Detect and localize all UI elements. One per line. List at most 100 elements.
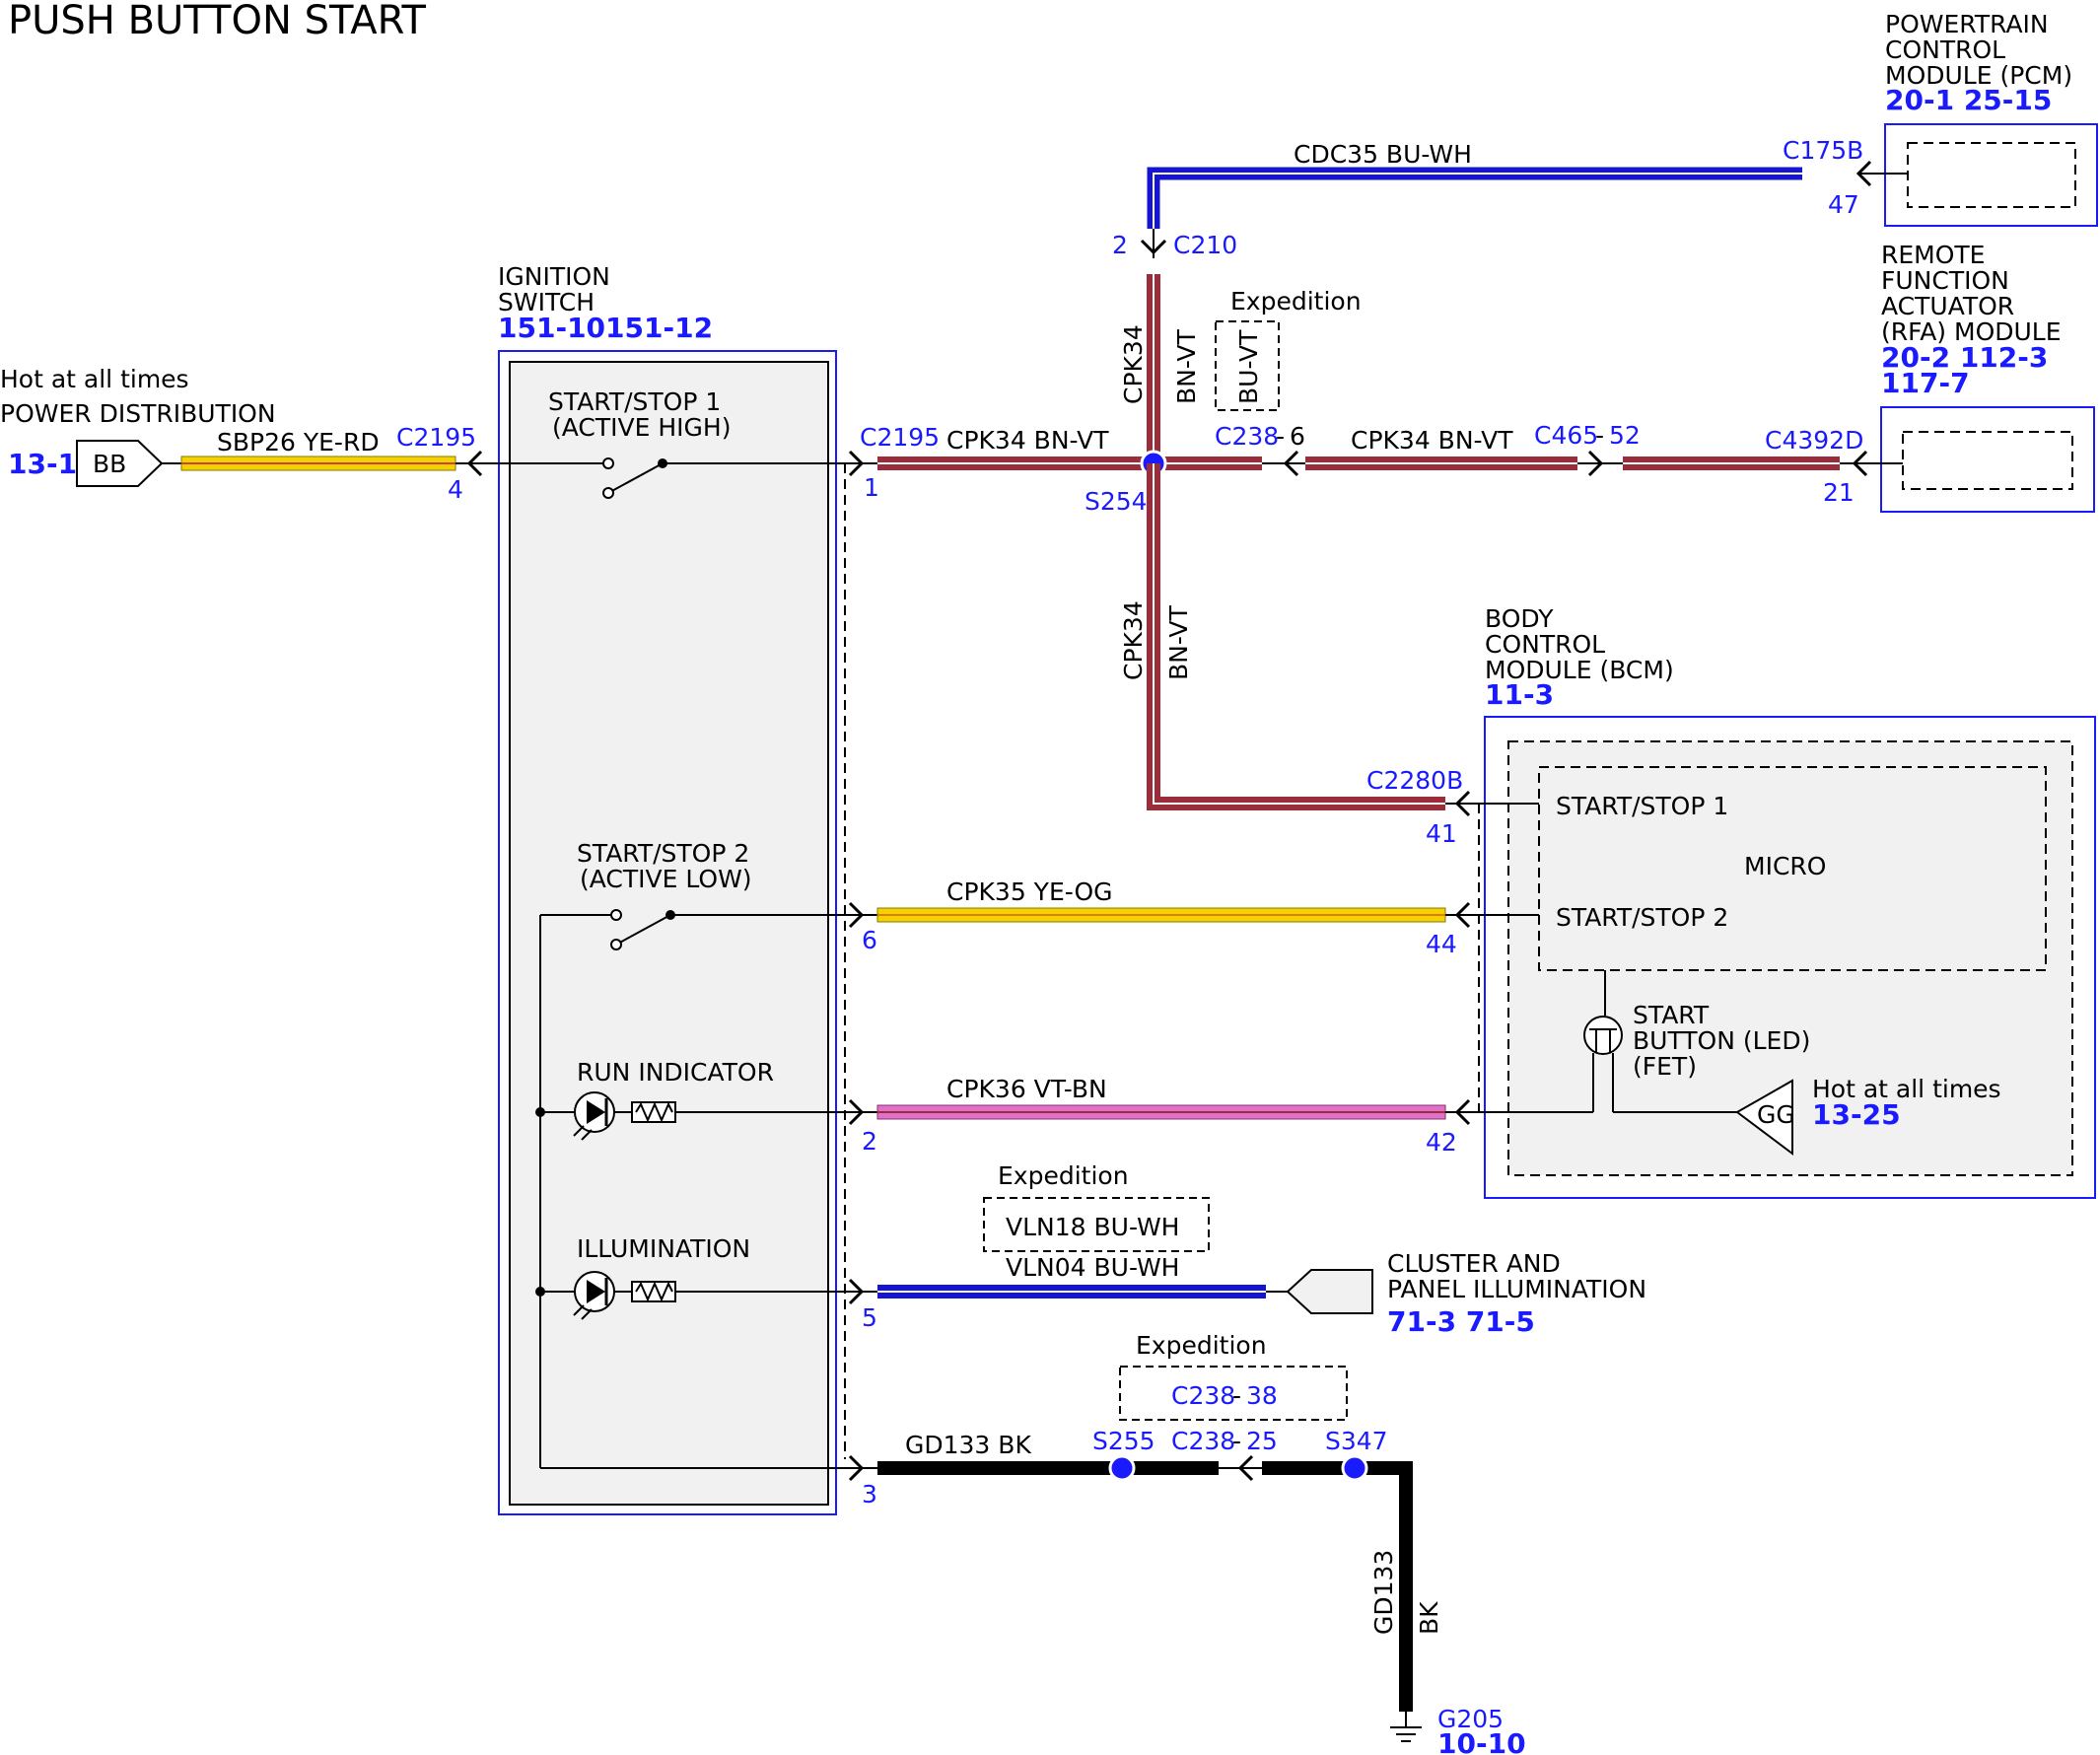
pin-label: 44	[1426, 930, 1457, 958]
switch-2-contact	[610, 909, 622, 921]
expedition-option-box	[1215, 320, 1280, 411]
led-diode-icon	[587, 1100, 605, 1124]
rfa-module-inner	[1902, 431, 2073, 490]
diagram-title: PUSH BUTTON START	[8, 0, 427, 43]
g205-ground-label[interactable]: G205	[1437, 1705, 1504, 1733]
led-emit-icon	[573, 1304, 585, 1316]
rfa-ref[interactable]: 20-2 112-3	[1881, 341, 2048, 374]
rfa-label: FUNCTION	[1881, 266, 2009, 295]
cluster-label: PANEL ILLUMINATION	[1387, 1275, 1646, 1303]
resistor-icon	[635, 1101, 673, 1123]
expedition-option-box	[1119, 1366, 1348, 1421]
c4392d-connector-label[interactable]: C4392D	[1765, 426, 1863, 455]
pin-label: 5	[862, 1303, 877, 1332]
c238-connector-label[interactable]: C238	[1215, 422, 1279, 451]
pin-label: 6	[862, 926, 877, 954]
c238-connector-dash: -	[1232, 1381, 1241, 1410]
pcm-label: MODULE (PCM)	[1885, 61, 2072, 90]
connector-arrow-icon	[1283, 450, 1299, 477]
c465-connector-dash: -	[1595, 421, 1604, 450]
run-indicator-node	[535, 1107, 545, 1117]
vln18-wire-label: VLN18 BU-WH	[1006, 1213, 1179, 1241]
pin-label: 41	[1426, 819, 1457, 848]
pcm-label: CONTROL	[1885, 35, 2005, 64]
cdc35-wire[interactable]	[1147, 167, 1802, 229]
cpk34-wire[interactable]	[1147, 463, 1445, 810]
ignition-switch-label: SWITCH	[498, 288, 595, 316]
bu-vt-wire-label: BU-VT	[1234, 329, 1263, 404]
connector-arrow-icon	[1237, 1454, 1254, 1482]
gd133-wire[interactable]	[877, 1461, 1219, 1475]
c175b-connector-label[interactable]: C175B	[1783, 136, 1863, 165]
g205-ref[interactable]: 10-10	[1437, 1727, 1526, 1755]
connector-arrow-icon	[1454, 901, 1471, 929]
s255-splice[interactable]	[1108, 1454, 1136, 1482]
start-stop-2-label: START/STOP 2	[577, 839, 749, 868]
vln04-wire-label: VLN04 BU-WH	[1006, 1253, 1179, 1282]
run-indicator-label: RUN INDICATOR	[577, 1058, 774, 1087]
pin-label: 21	[1823, 478, 1855, 507]
c210-connector-label[interactable]: C210	[1173, 231, 1237, 259]
bn-vt-wire-label: BN-VT	[1172, 328, 1201, 404]
s255-splice-label[interactable]: S255	[1092, 1427, 1155, 1455]
pin-label: 2	[862, 1127, 877, 1156]
c238-connector-label[interactable]: C238	[1171, 1381, 1235, 1410]
bcm-label: CONTROL	[1485, 630, 1605, 659]
fet-icon	[1583, 1016, 1623, 1055]
connector-arrow-icon	[466, 450, 483, 477]
cluster-connector-shape	[1286, 1269, 1373, 1314]
switch-1-contact	[602, 487, 614, 499]
hot-at-all-times-label: Hot at all times	[1812, 1075, 2001, 1103]
switch-1-blade	[607, 462, 664, 494]
connector-arrow-icon	[1587, 450, 1604, 477]
s254-splice-label[interactable]: S254	[1085, 487, 1148, 516]
bk-wire-label: BK	[1415, 1601, 1443, 1635]
ignition-switch-ref[interactable]: 151-10151-12	[498, 312, 713, 344]
cluster-ref[interactable]: 71-3 71-5	[1387, 1305, 1535, 1338]
c238-connector-label[interactable]: C238	[1171, 1427, 1235, 1455]
c238-pin-label: 6	[1290, 422, 1305, 451]
rfa-ref[interactable]: 117-7	[1881, 367, 1970, 399]
connector-arrow-icon	[1140, 239, 1167, 255]
start-stop-2-label: (ACTIVE LOW)	[580, 865, 752, 893]
ignition-switch-body	[509, 361, 829, 1506]
s347-splice-label[interactable]: S347	[1325, 1427, 1388, 1455]
c238-pin-label: 38	[1246, 1381, 1278, 1410]
cdc35-wire-label: CDC35 BU-WH	[1294, 140, 1472, 169]
pin-label: 42	[1426, 1128, 1457, 1157]
start-button-label: (FET)	[1633, 1052, 1697, 1081]
c2280b-connector-label[interactable]: C2280B	[1366, 766, 1463, 795]
cpk36-wire-label: CPK36 VT-BN	[946, 1075, 1107, 1103]
cdc35-wire-stripe	[1153, 173, 1802, 229]
pin-label: 2	[1112, 231, 1128, 259]
gg-ref[interactable]: 13-25	[1812, 1098, 1901, 1131]
bcm-ref[interactable]: 11-3	[1485, 678, 1554, 711]
connector-arrow-icon	[1454, 790, 1471, 817]
s347-splice[interactable]	[1341, 1454, 1368, 1482]
rfa-label: (RFA) MODULE	[1881, 317, 2062, 346]
start-button-label: START	[1633, 1001, 1710, 1029]
cpk35-wire-label: CPK35 YE-OG	[946, 878, 1113, 906]
cpk34-wire-label: CPK34	[1119, 324, 1148, 404]
switch-2-blade	[615, 914, 671, 946]
pcm-ref[interactable]: 20-1 25-15	[1885, 84, 2052, 116]
c465-connector-label[interactable]: C465	[1534, 421, 1598, 450]
pin-label: 47	[1828, 190, 1859, 219]
bb-connector-label: BB	[93, 450, 126, 478]
led-emit-icon	[573, 1125, 585, 1137]
start-stop-1-label: (ACTIVE HIGH)	[552, 413, 731, 442]
micro-label: MICRO	[1744, 852, 1826, 880]
pcm-module-outline	[1884, 123, 2098, 227]
connector-arrow-icon	[1852, 450, 1868, 477]
c2195-connector-label[interactable]: C2195	[396, 423, 476, 452]
expedition-label: Expedition	[1136, 1331, 1267, 1360]
bn-vt-wire-label: BN-VT	[1164, 604, 1193, 680]
bcm-start-stop-1-label: START/STOP 1	[1556, 792, 1728, 820]
expedition-label: Expedition	[1230, 287, 1362, 316]
ignition-switch-outline	[498, 350, 837, 1515]
gd133-wire[interactable]	[1262, 1461, 1413, 1712]
c2195-connector-label[interactable]: C2195	[860, 423, 940, 452]
led-emit-icon	[581, 1129, 593, 1141]
bcm-micro-box	[1538, 766, 2047, 971]
